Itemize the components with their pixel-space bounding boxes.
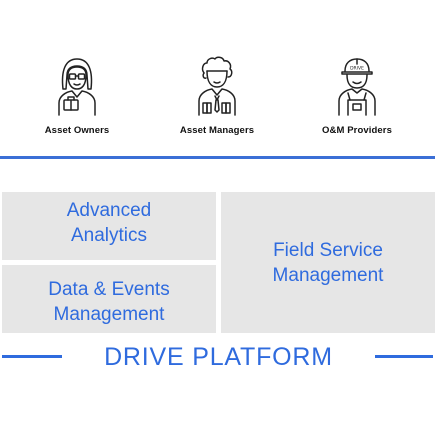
platform-line-right <box>375 355 433 358</box>
svg-text:DRIVE: DRIVE <box>350 66 364 72</box>
persona-asset-managers: Asset Managers <box>157 55 277 136</box>
field-service-management-label: Field Service Management <box>272 239 384 286</box>
persona-label: Asset Managers <box>179 125 255 136</box>
persona-label: Asset Owners <box>44 125 110 136</box>
platform-line-left <box>2 355 62 358</box>
persona-label: O&M Providers <box>322 125 392 136</box>
persona-asset-owners: Asset Owners <box>17 55 137 136</box>
field-service-management-block: Field Service Management <box>221 192 435 333</box>
persona-om-providers: DRIVE O&M Providers <box>297 55 417 136</box>
advanced-analytics-label: Advanced Analytics <box>66 200 152 246</box>
section-divider <box>0 156 435 159</box>
data-events-management-block: Data & Events Management <box>2 265 216 333</box>
data-events-management-label: Data & Events Management <box>48 279 170 325</box>
advanced-analytics-block: Advanced Analytics <box>2 192 216 260</box>
hardhat-worker-icon: DRIVE <box>338 58 376 116</box>
platform-title: DRIVE PLATFORM <box>104 343 333 371</box>
asset-manager-person-icon <box>198 56 236 116</box>
asset-owner-person-icon <box>58 58 96 116</box>
